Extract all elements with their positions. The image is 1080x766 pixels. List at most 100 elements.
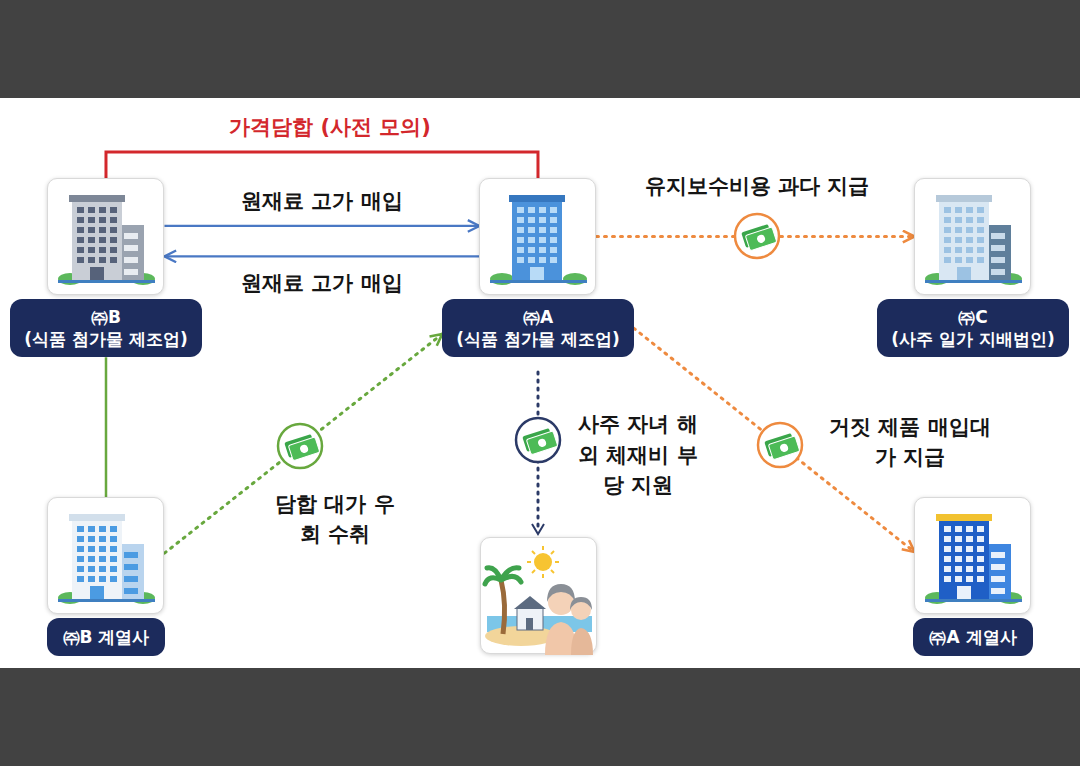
- window: [977, 217, 984, 223]
- building-icon: [915, 498, 1032, 615]
- window: [955, 546, 962, 552]
- window: [124, 552, 138, 558]
- window: [110, 556, 117, 562]
- window: [966, 217, 973, 223]
- door: [90, 586, 104, 600]
- window: [944, 536, 951, 542]
- window: [550, 237, 557, 243]
- window: [517, 227, 524, 233]
- window: [944, 556, 951, 562]
- window: [991, 552, 1005, 558]
- window: [99, 566, 106, 572]
- window: [977, 526, 984, 532]
- window: [77, 227, 84, 233]
- window: [77, 566, 84, 572]
- ground-line: [58, 280, 155, 283]
- roof-cap: [69, 514, 125, 521]
- window: [77, 217, 84, 223]
- window: [517, 237, 524, 243]
- window: [88, 227, 95, 233]
- roof-cap: [936, 514, 992, 521]
- window: [110, 227, 117, 233]
- window: [528, 257, 535, 263]
- building-body: [939, 199, 989, 281]
- company-icon-card: [479, 178, 596, 295]
- company-name: ㈜B: [24, 306, 187, 328]
- company-name: ㈜A: [456, 306, 619, 328]
- window: [517, 257, 524, 263]
- connector: [106, 152, 538, 178]
- door: [957, 586, 971, 600]
- window: [124, 269, 138, 275]
- window: [528, 217, 535, 223]
- company-name: ㈜B 계열사: [63, 626, 150, 648]
- window: [991, 564, 1005, 570]
- flow-label: 담합 대가 우회 수취: [271, 489, 399, 550]
- ground-line: [490, 280, 587, 283]
- company-name: ㈜A 계열사: [929, 626, 1016, 648]
- window: [955, 247, 962, 253]
- window: [110, 207, 117, 213]
- window: [550, 207, 557, 213]
- window: [77, 247, 84, 253]
- money-icon: [758, 423, 802, 467]
- window: [539, 227, 546, 233]
- company-name: ㈜C: [891, 306, 1054, 328]
- door: [957, 267, 971, 281]
- window: [977, 247, 984, 253]
- window: [550, 217, 557, 223]
- window: [966, 526, 973, 532]
- connector: [164, 334, 442, 553]
- building-icon: [48, 179, 165, 296]
- window: [110, 217, 117, 223]
- company-name: (사주 일가 지배법인): [891, 328, 1054, 350]
- window: [110, 237, 117, 243]
- window: [966, 257, 973, 263]
- window: [966, 546, 973, 552]
- window: [77, 546, 84, 552]
- window: [124, 588, 138, 594]
- money-icon: [516, 418, 560, 462]
- window: [550, 247, 557, 253]
- building-body: [72, 518, 122, 600]
- window: [99, 237, 106, 243]
- company-icon-card: [914, 497, 1031, 614]
- flow-label: 원재료 고가 매입: [237, 186, 407, 216]
- window: [944, 207, 951, 213]
- window: [88, 576, 95, 582]
- window: [77, 526, 84, 532]
- window: [124, 257, 138, 263]
- building-icon: [48, 498, 165, 615]
- window: [944, 546, 951, 552]
- window: [966, 566, 973, 572]
- window: [944, 576, 951, 582]
- window: [966, 227, 973, 233]
- window: [966, 247, 973, 253]
- money-icon: [735, 214, 779, 258]
- window: [99, 576, 106, 582]
- window: [944, 217, 951, 223]
- building-body: [512, 199, 562, 281]
- window: [966, 556, 973, 562]
- company-name: (식품 첨가물 제조업): [24, 328, 187, 350]
- company-node: ㈜B 계열사: [47, 497, 166, 656]
- window: [944, 566, 951, 572]
- window: [88, 536, 95, 542]
- ground-line: [925, 280, 1022, 283]
- window: [88, 546, 95, 552]
- window: [539, 247, 546, 253]
- window: [977, 257, 984, 263]
- window: [550, 227, 557, 233]
- window: [944, 237, 951, 243]
- window: [955, 576, 962, 582]
- window: [88, 556, 95, 562]
- window: [88, 207, 95, 213]
- flow-label: 유지보수비용 과다 지급: [641, 171, 874, 201]
- window: [944, 227, 951, 233]
- roof-cap: [69, 195, 125, 202]
- arrow-head: [532, 524, 544, 534]
- building-body: [939, 518, 989, 600]
- flow-label: 가격담합 (사전 모의): [225, 112, 435, 142]
- window: [124, 576, 138, 582]
- company-node: ㈜B(식품 첨가물 제조업): [10, 178, 201, 357]
